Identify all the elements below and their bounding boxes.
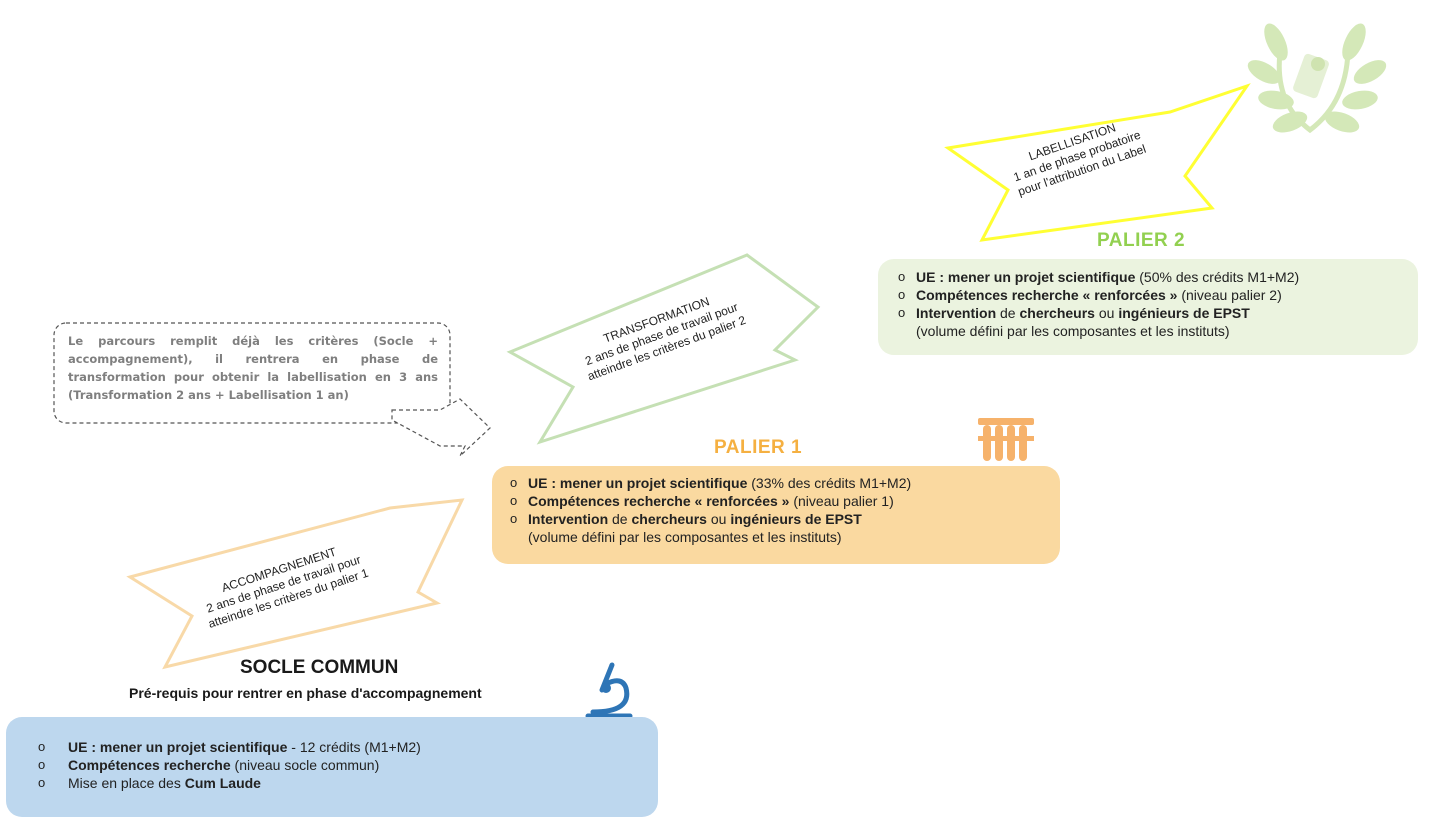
bullet: o — [898, 287, 906, 302]
palier1-item-1: o UE : mener un projet scientifique (33% … — [508, 474, 1060, 492]
transformation-arrow — [506, 253, 821, 445]
socle-item-1-text: - 12 crédits (M1+M2) — [287, 739, 421, 755]
palier2-box: o UE : mener un projet scientifique (50% … — [878, 259, 1418, 355]
palier2-item-3-text-2: ou — [1094, 305, 1119, 321]
palier1-item-3-bold-1: Intervention — [528, 511, 609, 527]
palier1-item-2-bold: Compétences recherche « renforcées » — [528, 493, 790, 509]
palier1-box: o UE : mener un projet scientifique (33% … — [492, 466, 1060, 564]
bullet: o — [898, 269, 906, 284]
palier2-item-2: o Compétences recherche « renforcées » (n… — [896, 286, 1418, 304]
socle-item-1-bold: UE : mener un projet scientifique — [68, 739, 288, 755]
laurel-wreath-icon — [1247, 23, 1387, 134]
palier1-item-2: o Compétences recherche « renforcées » (n… — [508, 492, 1060, 510]
palier2-item-1-bold: UE : mener un projet scientifique — [916, 269, 1136, 285]
palier2-item-3: o Intervention de chercheurs ou ingénieur… — [896, 304, 1418, 340]
note-box-border — [53, 322, 451, 424]
socle-subtitle: Pré-requis pour rentrer en phase d'accom… — [129, 685, 482, 701]
palier1-item-1-bold: UE : mener un projet scientifique — [528, 475, 748, 491]
palier2-item-2-bold: Compétences recherche « renforcées » — [916, 287, 1178, 303]
bullet: o — [510, 493, 518, 508]
socle-list: o UE : mener un projet scientifique - 12 … — [36, 738, 658, 792]
socle-item-2: o Compétences recherche (niveau socle com… — [36, 756, 658, 774]
note-callout-arrow — [391, 398, 491, 457]
palier1-item-3: o Intervention de chercheurs ou ingénieur… — [508, 510, 1060, 546]
socle-item-3-text: Mise en place des — [68, 775, 185, 791]
bullet: o — [38, 775, 46, 790]
socle-title: SOCLE COMMUN — [240, 657, 399, 678]
palier2-item-3-text-1: de — [996, 305, 1020, 321]
socle-item-1: o UE : mener un projet scientifique - 12 … — [36, 738, 658, 756]
palier1-item-3-continuation: (volume défini par les composantes et le… — [528, 529, 842, 545]
bullet: o — [898, 305, 906, 320]
socle-item-3: o Mise en place des Cum Laude — [36, 774, 658, 792]
palier2-item-3-bold-2: chercheurs — [1019, 305, 1095, 321]
bullet: o — [38, 739, 46, 754]
bullet: o — [510, 511, 518, 526]
transition-note: Le parcours remplit déjà les critères (S… — [68, 334, 438, 402]
palier1-item-2-text: (niveau palier 1) — [789, 493, 894, 509]
palier1-list: o UE : mener un projet scientifique (33% … — [508, 474, 1060, 546]
palier2-item-3-continuation: (volume défini par les composantes et le… — [916, 323, 1230, 339]
bullet: o — [38, 757, 46, 772]
test-tubes-icon — [978, 418, 1034, 461]
palier2-item-1: o UE : mener un projet scientifique (50% … — [896, 268, 1418, 286]
palier2-item-2-text: (niveau palier 2) — [1177, 287, 1282, 303]
socle-item-2-text: (niveau socle commun) — [230, 757, 380, 773]
bullet: o — [510, 475, 518, 490]
palier2-list: o UE : mener un projet scientifique (50% … — [896, 268, 1418, 340]
palier1-item-3-bold-3: ingénieurs de EPST — [730, 511, 862, 527]
socle-item-2-bold: Compétences recherche — [68, 757, 231, 773]
microscope-icon — [585, 662, 633, 719]
palier2-title: PALIER 2 — [1097, 230, 1186, 251]
socle-box: o UE : mener un projet scientifique - 12 … — [6, 717, 658, 817]
palier1-title: PALIER 1 — [714, 437, 803, 458]
palier2-item-3-bold-1: Intervention — [916, 305, 997, 321]
palier1-item-3-text-2: ou — [706, 511, 731, 527]
palier1-item-3-text-1: de — [608, 511, 632, 527]
palier2-item-1-text: (50% des crédits M1+M2) — [1135, 269, 1300, 285]
accompagnement-arrow — [126, 498, 465, 670]
palier1-item-3-bold-2: chercheurs — [631, 511, 707, 527]
palier2-item-3-bold-3: ingénieurs de EPST — [1118, 305, 1250, 321]
labellisation-arrow — [944, 83, 1251, 242]
socle-item-3-bold: Cum Laude — [184, 775, 261, 791]
palier1-item-1-text: (33% des crédits M1+M2) — [747, 475, 912, 491]
